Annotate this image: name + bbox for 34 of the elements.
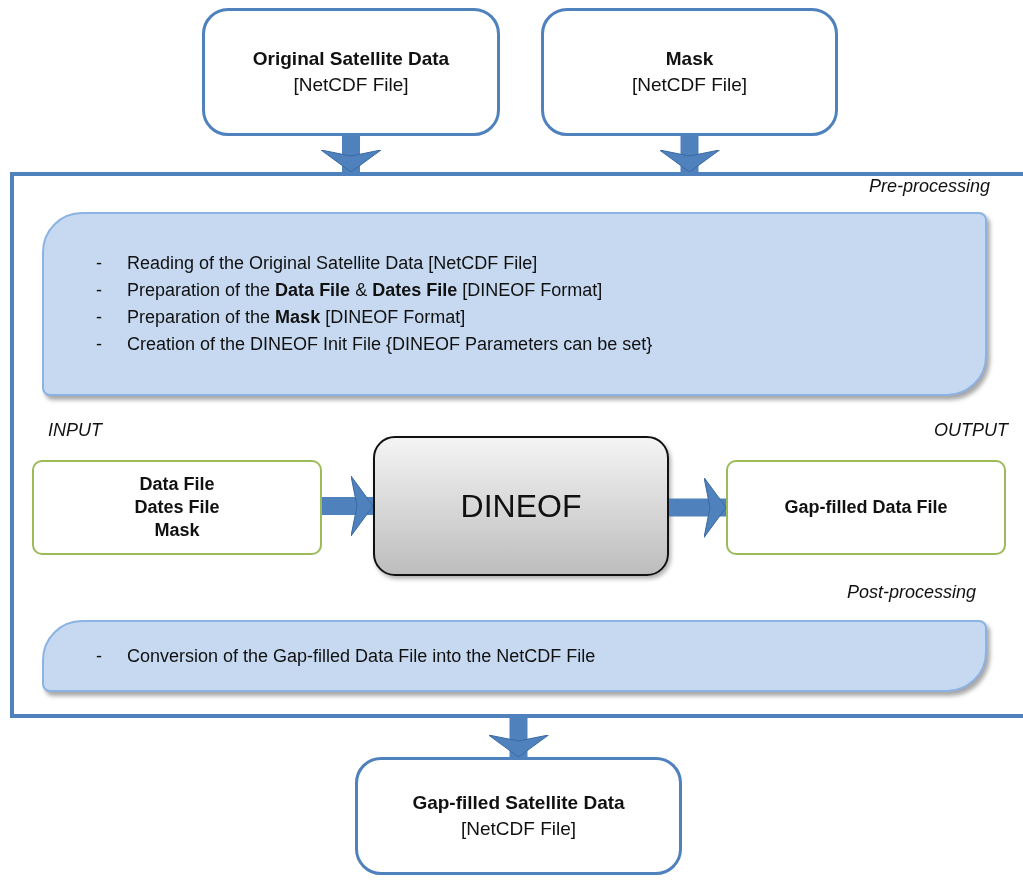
- process-step-box: [42, 212, 987, 396]
- box-title: Mask: [665, 48, 714, 70]
- data-box: [355, 757, 682, 875]
- section-label: OUTPUT: [934, 420, 1008, 441]
- box-title: Gap-filled Satellite Data: [412, 792, 625, 814]
- algorithm-name: DINEOF: [460, 487, 582, 525]
- file-box: [32, 460, 322, 555]
- file-name: Dates File: [134, 497, 220, 518]
- block-arrow: [659, 136, 720, 173]
- algorithm-box: [373, 436, 669, 576]
- file-box: [726, 460, 1006, 555]
- file-format: [NetCDF File]: [631, 74, 748, 96]
- file-name: Mask: [154, 520, 200, 541]
- file-format: [NetCDF File]: [293, 74, 409, 96]
- file-format: [NetCDF File]: [460, 818, 577, 840]
- data-box: [202, 8, 500, 136]
- box-title: Original Satellite Data: [252, 48, 450, 70]
- file-name: Gap-filled Data File: [784, 497, 948, 518]
- section-label: INPUT: [48, 420, 102, 441]
- step-text: - Preparation of the Mask [DINEOF Format]: [96, 307, 467, 328]
- process-frame: [10, 172, 1023, 718]
- block-arrow: [320, 136, 382, 173]
- block-arrow: [322, 475, 374, 537]
- block-arrow: [488, 718, 549, 758]
- file-name: Data File: [139, 474, 215, 495]
- step-text: - Conversion of the Gap-filled Data File into the NetCDF File: [96, 645, 597, 667]
- process-step-box: [42, 620, 987, 692]
- data-box: [541, 8, 838, 136]
- step-text: - Reading of the Original Satellite Data [NetCDF File]: [96, 253, 539, 274]
- section-label: Post-processing: [846, 582, 976, 603]
- step-text: - Creation of the DINEOF Init File {DINEOF Parameters can be set}: [96, 334, 654, 355]
- section-label: Pre-processing: [868, 176, 990, 197]
- step-text: - Preparation of the Data File & Dates File [DINEOF Format]: [96, 280, 604, 301]
- block-arrow: [669, 477, 727, 538]
